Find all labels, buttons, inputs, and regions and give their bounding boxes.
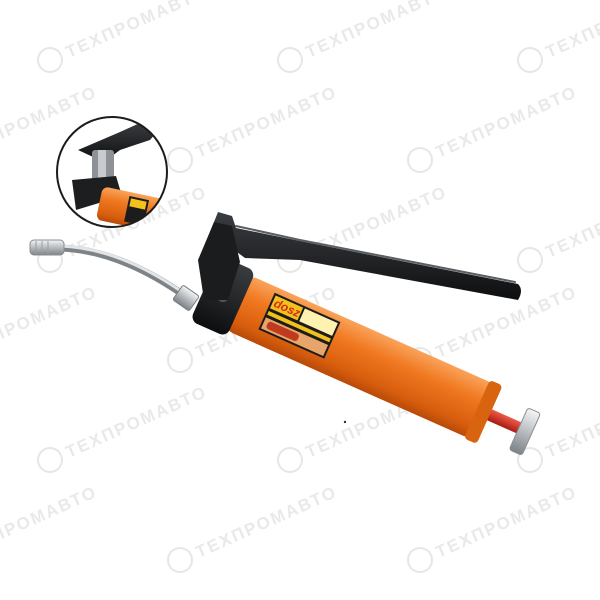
- watermark-logo-icon: [407, 547, 433, 573]
- hex-fitting: [172, 285, 200, 311]
- watermark-tile: ТЕХПРОМАВТО: [167, 82, 340, 173]
- barrel-tube: [226, 277, 494, 437]
- watermark-tile: ТЕХПРОМАВТО: [277, 0, 450, 73]
- watermark-text: ТЕХПРОМАВТО: [433, 82, 580, 162]
- inset-border: [56, 116, 168, 228]
- watermark-text: ТЕХПРОМАВТО: [193, 82, 340, 162]
- watermark-text: ТЕХПРОМАВТО: [543, 0, 600, 62]
- grease-gun-extension-tube: [29, 239, 200, 311]
- watermark-text: ТЕХПРОМАВТО: [543, 182, 600, 262]
- watermark-tile: ТЕХПРОМАВТО: [37, 0, 210, 73]
- watermark-tile: ТЕХПРОМАВТО: [407, 482, 580, 573]
- barrel-end-cap: [465, 381, 502, 443]
- product-label: dosz: [258, 292, 341, 359]
- watermark-tile: ТЕХПРОМАВТО: [517, 182, 600, 273]
- watermark-text: ТЕХПРОМАВТО: [433, 482, 580, 562]
- watermark-logo-icon: [517, 247, 543, 273]
- watermark-text: ТЕХПРОМАВТО: [193, 482, 340, 562]
- t-handle: [509, 408, 541, 455]
- inset-detail: [56, 116, 168, 228]
- watermark-logo-icon: [167, 347, 193, 373]
- watermark-logo-icon: [167, 147, 193, 173]
- coupler-nozzle: [29, 239, 65, 256]
- watermark-tile: ТЕХПРОМАВТО: [0, 482, 100, 562]
- watermark-logo-icon: [167, 547, 193, 573]
- watermark-text: ТЕХПРОМАВТО: [0, 482, 100, 562]
- watermark-logo-icon: [37, 47, 63, 73]
- lever-bracket: [198, 222, 240, 300]
- watermark-text: ТЕХПРОМАВТО: [63, 0, 210, 62]
- watermark-text: ТЕХПРОМАВТО: [543, 382, 600, 462]
- watermark-logo-icon: [407, 147, 433, 173]
- watermark-text: ТЕХПРОМАВТО: [63, 382, 210, 462]
- watermark-text: ТЕХПРОМАВТО: [0, 282, 100, 362]
- watermark-tile: ТЕХПРОМАВТО: [0, 282, 100, 362]
- watermark-logo-icon: [517, 47, 543, 73]
- lever-handle: [198, 212, 521, 300]
- watermark-tile: ТЕХПРОМАВТО: [37, 382, 210, 473]
- watermark-tile: ТЕХПРОМАВТО: [407, 82, 580, 173]
- watermark-tile: ТЕХПРОМАВТО: [167, 482, 340, 573]
- watermark-text: ТЕХПРОМАВТО: [303, 0, 450, 62]
- watermark-logo-icon: [277, 447, 303, 473]
- watermark-logo-icon: [37, 447, 63, 473]
- watermark-tile: ТЕХПРОМАВТО: [517, 0, 600, 73]
- watermark-logo-icon: [277, 47, 303, 73]
